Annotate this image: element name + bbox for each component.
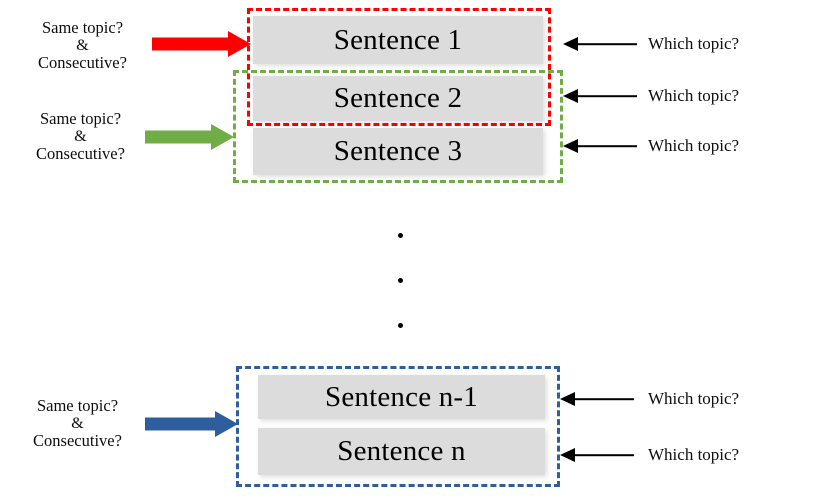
condition-label-blue-line3: Consecutive?	[33, 431, 122, 451]
condition-label-red-line2: &	[76, 36, 89, 54]
blue-arrow-head	[215, 411, 238, 437]
sentence-label-1: Sentence 1	[333, 23, 463, 56]
sentence-label-n-1: Sentence n-1	[325, 380, 478, 413]
which-topic-label-3: Which topic?	[648, 136, 740, 155]
which-topic-row-3: Which topic?	[563, 133, 823, 159]
group-box-red	[247, 8, 551, 126]
ellipsis-dot-3	[398, 323, 403, 328]
red-arrow-head	[228, 31, 251, 57]
which-topic-arrow-head-n	[560, 448, 575, 462]
condition-label-blue-line1: Same topic?	[36, 396, 119, 415]
which-topic-arrow-line-n	[574, 454, 634, 456]
which-topic-label-n-1: Which topic?	[648, 389, 740, 408]
which-topic-row-2: Which topic?	[563, 83, 823, 109]
which-topic-arrow-line-2	[577, 95, 637, 97]
blue-arrow-shaft	[145, 417, 215, 431]
ellipsis-dot-1	[398, 233, 403, 238]
sentence-label-3: Sentence 3	[333, 135, 463, 167]
condition-label-green-line1: Same topic?	[39, 109, 122, 128]
condition-label-blue-line2: &	[71, 414, 84, 432]
sentence-box-n: Sentence n	[258, 428, 545, 475]
condition-label-red-line3: Consecutive?	[38, 53, 127, 73]
ellipsis-dot-2	[398, 278, 403, 283]
condition-label-green: Same topic? & Consecutive?	[18, 110, 143, 163]
which-topic-label-1: Which topic?	[648, 34, 740, 53]
green-arrow-shaft	[145, 130, 211, 144]
which-topic-label-2: Which topic?	[648, 86, 740, 105]
condition-label-green-line2: &	[74, 127, 87, 145]
red-arrow-shaft	[152, 37, 228, 51]
which-topic-arrow-line-1	[577, 43, 637, 45]
condition-label-blue: Same topic? & Consecutive?	[15, 397, 140, 450]
sentence-box-n-1: Sentence n-1	[258, 375, 545, 419]
which-topic-arrow-head-2	[563, 89, 578, 103]
which-topic-arrow-head-1	[563, 37, 578, 51]
which-topic-arrow-head-n-1	[560, 392, 575, 406]
condition-label-red-line1: Same topic?	[41, 18, 124, 37]
green-arrow-head	[211, 124, 234, 150]
which-topic-row-n: Which topic?	[560, 442, 820, 468]
sentence-label-2: Sentence 2	[333, 82, 463, 114]
sentence-box-1: Sentence 1	[253, 16, 543, 64]
which-topic-arrow-head-3	[563, 139, 578, 153]
which-topic-row-n-1: Which topic?	[560, 386, 820, 412]
group-box-green	[233, 70, 563, 183]
which-topic-arrow-line-n-1	[574, 398, 634, 400]
which-topic-arrow-line-3	[577, 145, 637, 147]
sentence-box-3: Sentence 3	[253, 128, 543, 175]
sentence-box-2: Sentence 2	[253, 76, 543, 121]
sentence-label-n: Sentence n	[337, 435, 466, 467]
which-topic-row-1: Which topic?	[563, 31, 823, 57]
condition-label-red: Same topic? & Consecutive?	[20, 19, 145, 72]
condition-label-green-line3: Consecutive?	[36, 144, 125, 164]
which-topic-label-n: Which topic?	[648, 445, 740, 464]
